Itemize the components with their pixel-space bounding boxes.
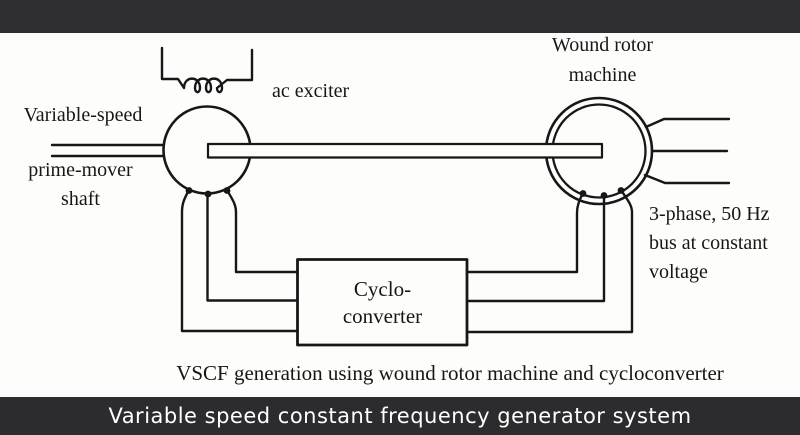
- coupling-shaft-bar: [206, 142, 604, 159]
- bus-line-top: [644, 117, 731, 129]
- exciter-terminal-dot: [185, 187, 193, 194]
- bus-label-line2: bus at constant: [649, 232, 768, 254]
- shaft-label: shaft: [61, 188, 100, 210]
- figure-caption: VSCF generation using wound rotor machin…: [176, 361, 724, 385]
- cycloconverter-label-line2: converter: [342, 303, 423, 328]
- title-banner-text: Variable speed constant frequency genera…: [108, 404, 692, 428]
- exciter-field-winding-coil: [160, 46, 254, 94]
- cycloconverter-box: [296, 258, 469, 347]
- rotor-terminal-dot: [617, 187, 625, 194]
- bus-label-line3: voltage: [649, 261, 708, 283]
- rotor-lead-outer: [466, 188, 634, 334]
- prime-mover-label: prime-mover: [28, 159, 133, 181]
- title-banner: Variable speed constant frequency genera…: [0, 397, 800, 435]
- cycloconverter-label-line1: Cyclo-: [353, 276, 412, 301]
- bus-label-line1: 3-phase, 50 Hz: [649, 203, 770, 225]
- cycloconverter-label: Cyclo- converter: [298, 260, 467, 345]
- rotor-lead-inner: [466, 191, 585, 274]
- top-bar: [0, 0, 800, 33]
- exciter-lead-outer: [180, 188, 299, 333]
- exciter-terminal-dot: [223, 187, 231, 194]
- bus-line-bottom: [643, 173, 731, 185]
- bus-label: 3-phase, 50 Hz bus at constant voltage: [649, 200, 770, 287]
- wound-rotor-label-line2: machine: [568, 64, 637, 86]
- rotor-terminal-dot: [600, 192, 608, 199]
- exciter-lead-middle: [206, 191, 299, 302]
- variable-speed-label: Variable-speed: [23, 104, 143, 126]
- wound-rotor-machine-label: Wound rotor machine: [515, 35, 690, 85]
- prime-mover-shaft-lines: [50, 143, 167, 158]
- exciter-terminal-dot: [204, 190, 212, 198]
- ac-exciter-label: ac exciter: [272, 80, 350, 102]
- wound-rotor-label-line1: Wound rotor: [551, 34, 654, 56]
- exciter-lead-inner: [225, 188, 299, 274]
- rotor-lead-middle: [466, 193, 606, 303]
- rotor-terminal-dot: [579, 190, 587, 197]
- terminal-dots: [185, 187, 625, 199]
